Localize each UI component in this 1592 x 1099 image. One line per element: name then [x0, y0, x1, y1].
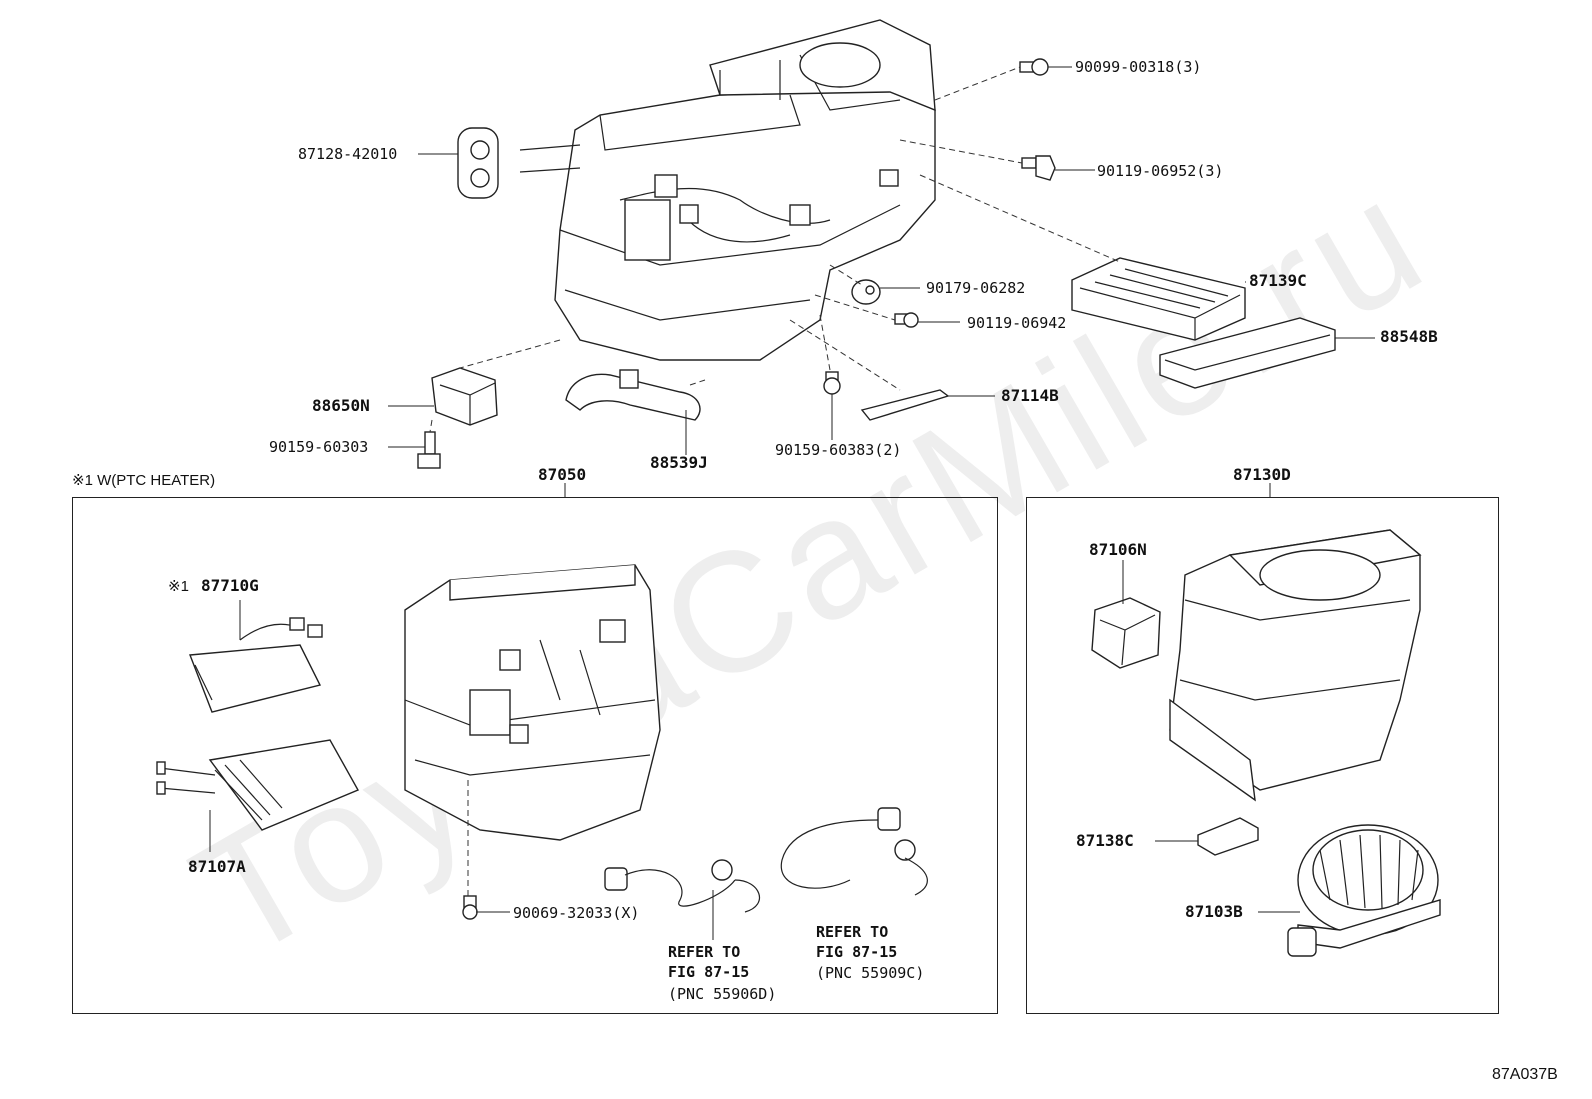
resistor-87138C-drawing: [1197, 817, 1259, 856]
heater-core-87107A-drawing: [156, 739, 359, 831]
screw-90099-drawing: [1019, 58, 1049, 76]
screw-90159-60303-drawing: [417, 431, 441, 469]
hvac-housing-87050-drawing: [404, 564, 661, 841]
label-87139C[interactable]: 87139C: [1249, 271, 1307, 290]
main-hvac-unit-drawing: [519, 19, 936, 361]
label-87106N[interactable]: 87106N: [1089, 540, 1147, 559]
ptc-heater-87710G-drawing: [189, 617, 323, 713]
refer-note-55909C-line3: (PNC 55909C): [816, 964, 925, 982]
assembly-dashed-lines: [429, 66, 1121, 896]
blower-case-87130D-drawing: [1169, 529, 1422, 802]
subassembly-box-87130D: [1026, 497, 1499, 1014]
label-87103B[interactable]: 87103B: [1185, 902, 1243, 921]
label-87130D[interactable]: 87130D: [1233, 465, 1291, 484]
label-90179-06282[interactable]: 90179-06282: [926, 279, 1026, 297]
harness-55906D-drawing: [604, 859, 760, 913]
grommet-drawing: [457, 127, 499, 199]
label-90119-06952[interactable]: 90119-06952(3): [1097, 162, 1224, 180]
label-87114B[interactable]: 87114B: [1001, 386, 1059, 405]
label-87128-42010[interactable]: 87128-42010: [298, 145, 398, 163]
label-88539J[interactable]: 88539J: [650, 453, 708, 472]
figure-code: 87A037B: [1492, 1066, 1558, 1083]
leader-lines: [209, 66, 1375, 940]
ptc-mark: ※1: [168, 578, 189, 595]
duct-88539J-drawing: [565, 369, 701, 421]
refer-note-55906D-line1: REFER TO: [668, 943, 741, 961]
nut-90179-drawing: [851, 279, 881, 305]
harness-55909C-drawing: [780, 807, 928, 896]
label-90159-60303[interactable]: 90159-60303: [269, 438, 369, 456]
label-87138C[interactable]: 87138C: [1076, 831, 1134, 850]
servo-87106N-drawing: [1091, 597, 1161, 669]
screw-90119-06952-drawing: [1021, 155, 1056, 181]
frame-88548B-drawing: [1159, 317, 1336, 389]
filter-87139C-drawing: [1071, 257, 1246, 341]
label-90159-60383[interactable]: 90159-60383(2): [775, 441, 902, 459]
refer-note-55909C-line1: REFER TO: [816, 923, 889, 941]
label-87050[interactable]: 87050: [538, 465, 587, 484]
refer-note-55906D-line2: FIG 87-15: [668, 963, 750, 981]
label-90119-06942[interactable]: 90119-06942: [967, 314, 1067, 332]
refer-note-55906D-line3: (PNC 55906D): [668, 985, 777, 1003]
servo-88650N-drawing: [431, 367, 498, 426]
label-87107A[interactable]: 87107A: [188, 857, 246, 876]
refer-note-55909C-line2: FIG 87-15: [816, 943, 898, 961]
subassembly-box-87050: [72, 497, 998, 1014]
screw-90159-60383-drawing: [823, 371, 841, 395]
blower-motor-87103B-drawing: [1287, 824, 1441, 957]
ptc-heater-note: ※1 W(PTC HEATER): [72, 472, 216, 489]
label-90099-00318[interactable]: 90099-00318(3): [1075, 58, 1202, 76]
screw-90119-06942-drawing: [894, 312, 919, 328]
label-88650N[interactable]: 88650N: [312, 396, 370, 415]
label-87710G[interactable]: 87710G: [201, 576, 259, 595]
bracket-87114B-drawing: [860, 389, 950, 421]
label-88548B[interactable]: 88548B: [1380, 327, 1438, 346]
label-90069-32033[interactable]: 90069-32033(X): [513, 904, 640, 922]
